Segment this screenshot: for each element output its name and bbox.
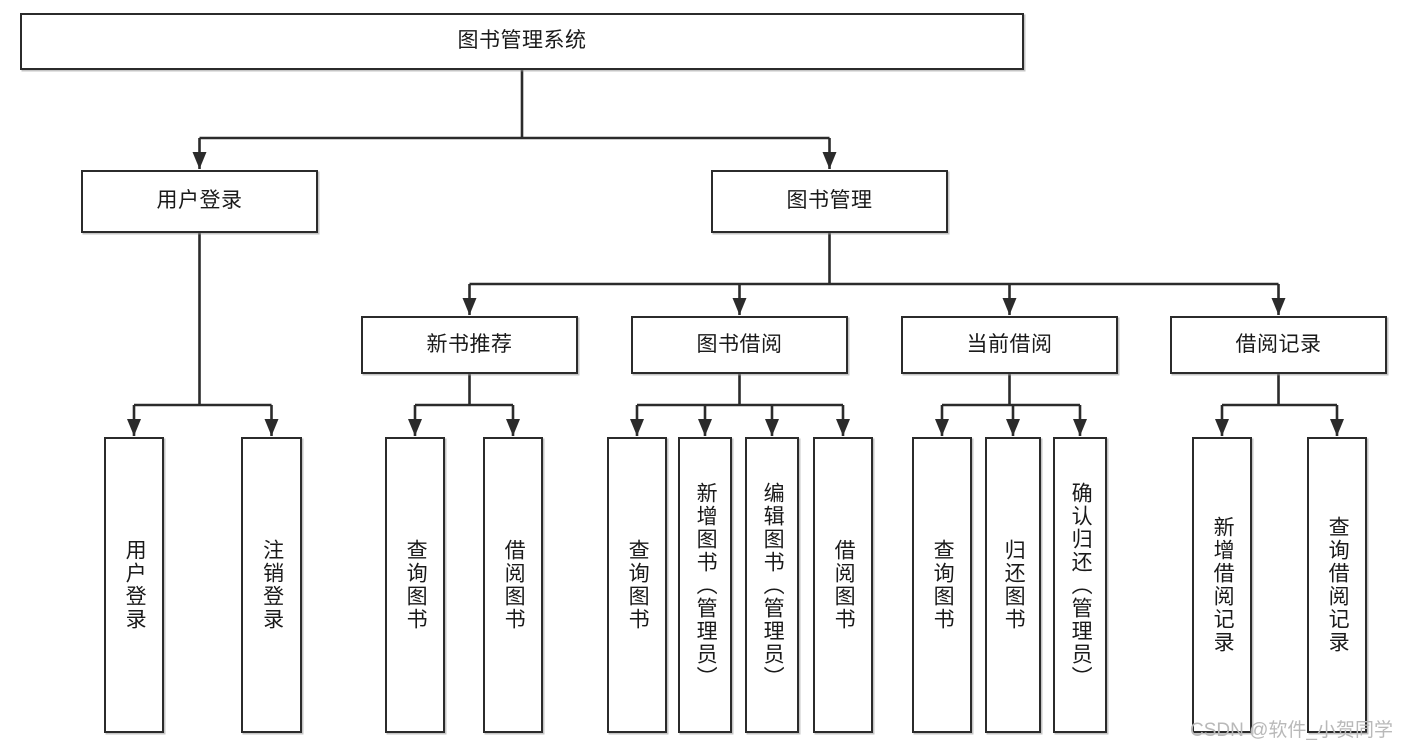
- node-n13[interactable]: 查询借阅记录: [1307, 437, 1367, 733]
- node-label: 查询图书: [626, 539, 650, 631]
- node-n02[interactable]: 注销登录: [241, 437, 302, 733]
- node-n12[interactable]: 新增借阅记录: [1192, 437, 1252, 733]
- arrowhead-icon: [1215, 419, 1229, 436]
- node-root[interactable]: 图书管理系统: [20, 13, 1024, 70]
- node-l2a[interactable]: 新书推荐: [361, 316, 578, 374]
- node-n04[interactable]: 借阅图书: [483, 437, 543, 733]
- node-l1b[interactable]: 图书管理: [711, 170, 948, 233]
- node-label: 新书推荐: [426, 332, 513, 356]
- node-label: 注销登录: [260, 539, 284, 631]
- arrowhead-icon: [1271, 298, 1286, 315]
- node-label: 编辑图书（管理员）: [761, 481, 785, 689]
- node-n11[interactable]: 确认归还（管理员）: [1053, 437, 1107, 733]
- arrowhead-icon: [1006, 419, 1020, 436]
- arrowhead-icon: [1002, 298, 1017, 315]
- node-label: 图书管理系统: [457, 29, 587, 53]
- node-label: 新增图书（管理员）: [694, 481, 718, 689]
- node-label: 查询图书: [404, 539, 428, 631]
- node-n05[interactable]: 查询图书: [607, 437, 667, 733]
- node-label: 新增借阅记录: [1211, 516, 1235, 654]
- arrowhead-icon: [698, 419, 712, 436]
- arrowhead-icon: [192, 152, 207, 169]
- node-n09[interactable]: 查询图书: [912, 437, 972, 733]
- node-l2c[interactable]: 当前借阅: [901, 316, 1118, 374]
- arrowhead-icon: [1330, 419, 1344, 436]
- node-label: 借阅图书: [832, 539, 856, 631]
- node-l2d[interactable]: 借阅记录: [1170, 316, 1387, 374]
- node-label: 图书借阅: [696, 332, 783, 356]
- node-label: 查询借阅记录: [1326, 516, 1350, 654]
- node-label: 借阅记录: [1235, 332, 1322, 356]
- node-n03[interactable]: 查询图书: [385, 437, 445, 733]
- node-label: 当前借阅: [966, 332, 1053, 356]
- node-l1a[interactable]: 用户登录: [81, 170, 318, 233]
- node-label: 图书管理: [786, 189, 873, 213]
- node-n10[interactable]: 归还图书: [985, 437, 1041, 733]
- arrowhead-icon: [836, 419, 850, 436]
- arrowhead-icon: [408, 419, 422, 436]
- node-label: 查询图书: [931, 539, 955, 631]
- node-label: 用户登录: [123, 539, 147, 631]
- node-l2b[interactable]: 图书借阅: [631, 316, 848, 374]
- arrowhead-icon: [462, 298, 477, 315]
- arrowhead-icon: [127, 419, 141, 436]
- node-label: 确认归还（管理员）: [1069, 481, 1093, 689]
- arrowhead-icon: [822, 152, 837, 169]
- arrowhead-icon: [630, 419, 644, 436]
- arrowhead-icon: [935, 419, 949, 436]
- arrowhead-icon: [765, 419, 779, 436]
- node-label: 借阅图书: [502, 539, 526, 631]
- node-n07[interactable]: 编辑图书（管理员）: [745, 437, 799, 733]
- node-n01[interactable]: 用户登录: [104, 437, 164, 733]
- arrowhead-icon: [1073, 419, 1087, 436]
- arrowhead-icon: [264, 419, 279, 436]
- node-label: 归还图书: [1002, 539, 1026, 631]
- arrowhead-icon: [732, 298, 747, 315]
- arrowhead-icon: [506, 419, 520, 436]
- node-label: 用户登录: [156, 189, 243, 213]
- node-n08[interactable]: 借阅图书: [813, 437, 873, 733]
- node-n06[interactable]: 新增图书（管理员）: [678, 437, 732, 733]
